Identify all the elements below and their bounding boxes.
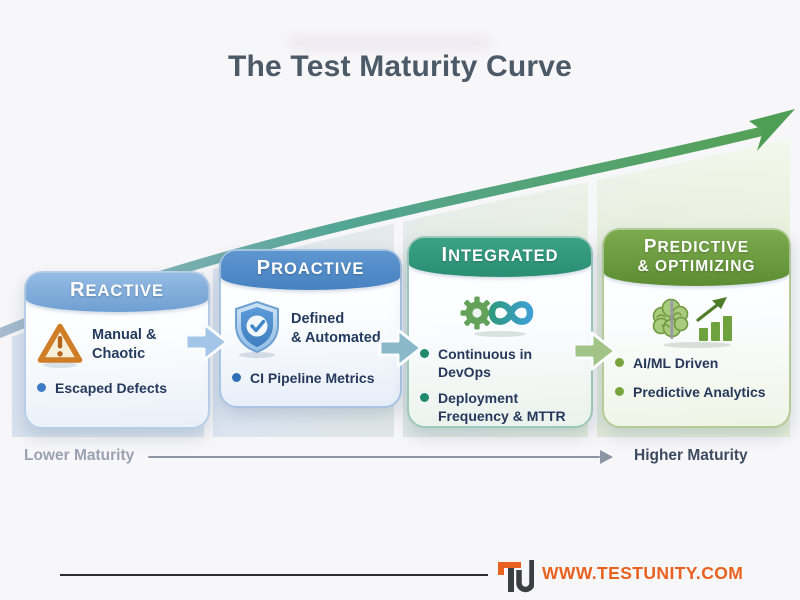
stage-body: Continuous in DevOps Deployment Frequenc… bbox=[409, 277, 591, 432]
stage-transition-arrow-icon bbox=[378, 328, 423, 368]
stage-bullet: CI Pipeline Metrics bbox=[232, 369, 389, 387]
stage-bullet: AI/ML Driven bbox=[615, 354, 778, 372]
stage-body: Defined & Automated CI Pipeline Metrics bbox=[221, 290, 400, 406]
stage-body: Manual & Chaotic Escaped Defects bbox=[26, 312, 208, 427]
bullet-dot-icon bbox=[232, 372, 241, 382]
stage-caption: Manual & Chaotic bbox=[92, 326, 157, 362]
footer-divider bbox=[60, 574, 488, 576]
stage-bullet: Escaped Defects bbox=[37, 379, 197, 397]
panel-gap bbox=[0, 150, 12, 440]
stage-bullet: Predictive Analytics bbox=[615, 383, 778, 401]
stage-body: AI/ML Driven Predictive Analytics bbox=[604, 286, 789, 426]
warning-triangle-icon bbox=[37, 323, 83, 368]
curve-arrowhead-icon bbox=[749, 109, 795, 151]
stage-bullet: Continuous in DevOps bbox=[420, 345, 580, 381]
axis-label-higher-maturity: Higher Maturity bbox=[634, 447, 748, 464]
stage-transition-arrow-icon bbox=[572, 331, 617, 371]
stage-title: PREDICTIVE & OPTIMIZING bbox=[637, 236, 756, 276]
maturity-axis-arrowhead-icon bbox=[600, 450, 613, 464]
brain-analytics-icon bbox=[652, 296, 732, 348]
stage-bullet: Deployment Frequency & MTTR bbox=[420, 389, 580, 425]
bullet-dot-icon bbox=[37, 382, 46, 392]
stage-title: REACTIVE bbox=[69, 279, 165, 301]
stage-transition-arrow-icon bbox=[184, 322, 229, 362]
testunity-logo-icon bbox=[498, 560, 534, 593]
stage-title: PROACTIVE bbox=[256, 257, 365, 279]
shield-check-icon bbox=[235, 300, 279, 358]
stage-card-integrated: INTEGRATED bbox=[407, 236, 593, 428]
bullet-dot-icon bbox=[420, 392, 429, 402]
bullet-dot-icon bbox=[420, 348, 429, 358]
stage-header: INTEGRATED bbox=[409, 238, 591, 277]
page-title: The Test Maturity Curve bbox=[227, 50, 573, 83]
stage-header: PROACTIVE bbox=[221, 251, 400, 290]
bullet-dot-icon bbox=[615, 357, 624, 367]
stage-card-proactive: PROACTIVE bbox=[219, 249, 402, 408]
bullet-dot-icon bbox=[615, 387, 624, 397]
stage-card-reactive: REACTIVE Manual & Chaotic Escaped Defect… bbox=[24, 271, 210, 429]
stage-header: REACTIVE bbox=[26, 273, 208, 312]
devops-infinity-icon bbox=[460, 296, 534, 337]
axis-label-lower-maturity: Lower Maturity bbox=[24, 447, 135, 464]
stage-card-predictive-optimizing: PREDICTIVE & OPTIMIZING bbox=[602, 228, 791, 428]
stage-caption: Defined & Automated bbox=[291, 310, 381, 346]
faded-watermark bbox=[287, 35, 492, 51]
maturity-axis-line bbox=[148, 456, 600, 458]
stage-title: INTEGRATED bbox=[441, 244, 559, 266]
stage-header: PREDICTIVE & OPTIMIZING bbox=[604, 230, 789, 286]
website-url: WWW.TESTUNITY.COM bbox=[542, 563, 744, 583]
